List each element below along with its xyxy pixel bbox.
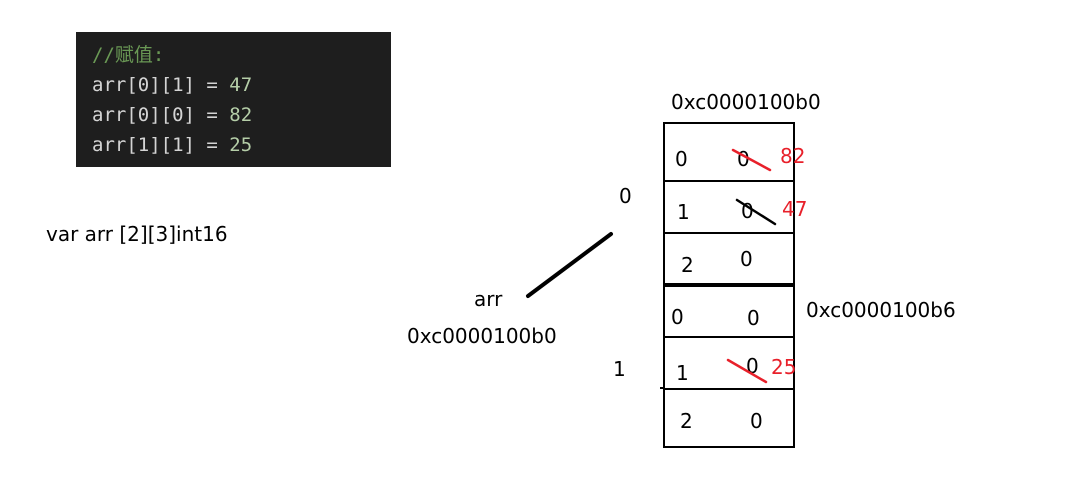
pointer-name: arr (474, 287, 503, 311)
row0-cell2-index: 2 (681, 253, 694, 277)
row1-cell1-old-value: 0 (746, 354, 759, 378)
code-expr: arr[0][0] = (92, 104, 230, 126)
row0-cell1-old-value: 0 (741, 199, 754, 223)
row0-cell2-value: 0 (740, 247, 753, 271)
code-value: 25 (229, 134, 253, 156)
code-block: //赋值: arr[0][1] = 47 arr[0][0] = 82 arr[… (76, 32, 391, 167)
cell-divider (665, 180, 793, 182)
row1-cell2-index: 2 (680, 409, 693, 433)
code-line-1: arr[0][1] = 47 (92, 70, 391, 100)
row0-cell0-index: 0 (675, 147, 688, 171)
row1-address: 0xc0000100b6 (806, 298, 956, 322)
row1-cell2-value: 0 (750, 409, 763, 433)
cell-divider (665, 232, 793, 234)
pointer-arrow-line (526, 232, 613, 298)
code-comment: //赋值: (92, 44, 165, 66)
code-line-3: arr[1][1] = 25 (92, 130, 391, 160)
outer-index-0: 0 (619, 184, 632, 208)
code-line-2: arr[0][0] = 82 (92, 100, 391, 130)
row0-cell0-new-value: 82 (780, 144, 806, 168)
row1-cell1-new-value: 25 (771, 355, 797, 379)
row1-cell1-index: 1 (676, 361, 689, 385)
cell-divider (665, 336, 793, 338)
memory-block (663, 122, 795, 448)
code-value: 47 (229, 74, 253, 96)
code-value: 82 (229, 104, 253, 126)
array-declaration: var arr [2][3]int16 (46, 222, 228, 246)
cell-divider (665, 388, 793, 390)
pointer-address: 0xc0000100b0 (407, 324, 557, 348)
row0-cell1-new-value: 47 (782, 197, 808, 221)
row1-cell0-value: 0 (747, 306, 760, 330)
code-expr: arr[1][1] = (92, 134, 230, 156)
row1-cell0-index: 0 (671, 305, 684, 329)
row0-address: 0xc0000100b0 (671, 90, 821, 114)
row-divider (665, 283, 793, 287)
row0-cell1-index: 1 (677, 200, 690, 224)
outer-index-1: 1 (613, 357, 626, 381)
row0-cell0-old-value: 0 (737, 147, 750, 171)
code-expr: arr[0][1] = (92, 74, 230, 96)
